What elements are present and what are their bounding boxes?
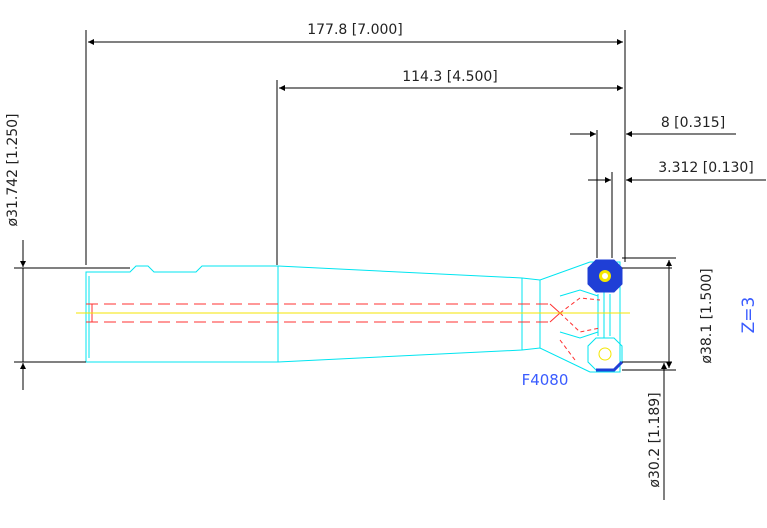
cutting-diameter-label: ø38.1 [1.500] xyxy=(699,268,715,363)
shank-diameter-label: ø31.742 [1.250] xyxy=(5,113,21,226)
hidden-lines xyxy=(86,297,601,361)
insert-offset-label: 3.312 [0.130] xyxy=(658,160,754,176)
overall-length-label: 177.8 [7.000] xyxy=(307,22,403,38)
insert-bottom xyxy=(587,337,624,372)
tool-body-outline xyxy=(85,261,621,373)
dim-shank-diameter: ø31.742 [1.250] xyxy=(5,113,130,390)
flutes-label: Z=3 xyxy=(739,297,759,334)
dim-overall-length: 177.8 [7.000] xyxy=(85,22,626,265)
insert-top xyxy=(587,259,623,293)
shank-length-label: 114.3 [4.500] xyxy=(402,69,498,85)
neck-diameter-label: ø30.2 [1.189] xyxy=(647,392,663,487)
dim-cutting-diameter: ø38.1 [1.500] xyxy=(622,257,715,371)
dim-insert-offset: 3.312 [0.130] xyxy=(588,160,766,258)
insert-width-label: 8 [0.315] xyxy=(661,115,725,131)
dim-neck-diameter: ø30.2 [1.189] xyxy=(622,267,672,500)
dim-shank-length: 114.3 [4.500] xyxy=(276,69,623,265)
dim-insert-width: 8 [0.315] xyxy=(570,115,736,258)
model-label: F4080 xyxy=(522,371,569,389)
